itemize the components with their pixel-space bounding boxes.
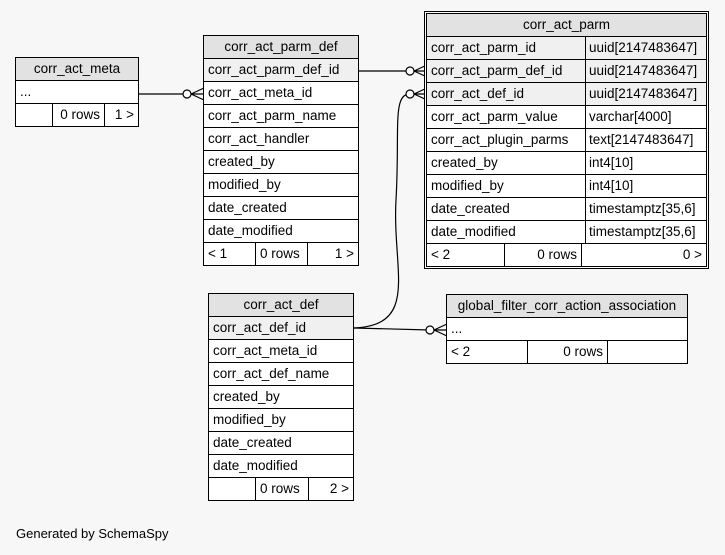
table-row: created_by bbox=[209, 386, 353, 409]
generated-by-credit: Generated by SchemaSpy bbox=[16, 526, 169, 541]
table-corr-act-parm-def[interactable]: corr_act_parm_def corr_act_parm_def_id c… bbox=[203, 35, 359, 266]
table-row: modified_by bbox=[204, 174, 358, 197]
table-footer: < 1 0 rows 1 > bbox=[204, 243, 358, 265]
table-row: corr_act_parm_def_id bbox=[204, 59, 358, 82]
table-row: date_created bbox=[209, 432, 353, 455]
table-row: modified_by bbox=[209, 409, 353, 432]
table-row: corr_act_meta_id bbox=[209, 340, 353, 363]
table-row: ... bbox=[447, 318, 687, 341]
table-corr-act-meta[interactable]: corr_act_meta ... 0 rows 1 > bbox=[15, 57, 139, 127]
table-title: corr_act_def bbox=[209, 294, 353, 317]
table-row: ... bbox=[16, 81, 138, 104]
table-row: corr_act_def_id bbox=[209, 317, 353, 340]
table-title: global_filter_corr_action_association bbox=[447, 295, 687, 318]
table-footer: 0 rows 2 > bbox=[209, 478, 353, 500]
table-global-filter-corr-action-association[interactable]: global_filter_corr_action_association ..… bbox=[446, 294, 688, 364]
table-row: corr_act_handler bbox=[204, 128, 358, 151]
link-def-to-gfca bbox=[353, 327, 431, 331]
table-title: corr_act_parm bbox=[427, 14, 706, 37]
table-row: corr_act_parm_name bbox=[204, 105, 358, 128]
table-row: date_created bbox=[204, 197, 358, 220]
table-footer: < 2 0 rows 0 > bbox=[427, 244, 706, 266]
table-row: created_by bbox=[204, 151, 358, 174]
table-row: date_modified bbox=[209, 455, 353, 478]
table-title: corr_act_parm_def bbox=[204, 36, 358, 59]
table-footer: 0 rows 1 > bbox=[16, 104, 138, 126]
table-corr-act-def[interactable]: corr_act_def corr_act_def_id corr_act_me… bbox=[208, 293, 354, 501]
table-title: corr_act_meta bbox=[16, 58, 138, 81]
link-def-to-parm bbox=[353, 93, 411, 329]
table-row: corr_act_meta_id bbox=[204, 82, 358, 105]
table-footer: < 2 0 rows bbox=[447, 341, 687, 363]
table-row: corr_act_def_name bbox=[209, 363, 353, 386]
table-row: date_modified bbox=[204, 220, 358, 243]
